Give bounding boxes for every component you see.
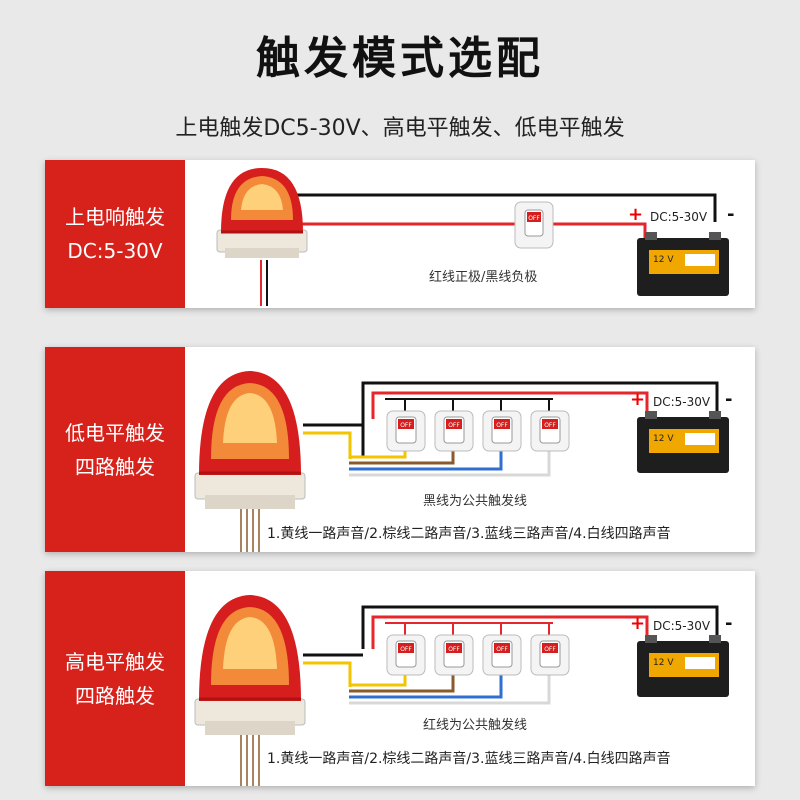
page-title: 触发模式选配: [256, 33, 544, 84]
positive-sign: +: [630, 613, 646, 634]
page-subtitle: 上电触发DC5-30V、高电平触发、低电平触发: [175, 116, 625, 141]
battery-icon: 12 V: [637, 411, 729, 473]
switch-off-label: OFF: [496, 422, 508, 429]
switch-icon-2: OFF: [434, 410, 474, 452]
wiring-diagram: OFF OFF OFF OFF 12 V: [194, 371, 729, 552]
switch-off-label: OFF: [400, 646, 412, 653]
panel-label: 高电平触发 四路触发: [45, 571, 185, 786]
switch-icon-1: OFF: [386, 410, 426, 452]
switch-off-label: OFF: [448, 422, 460, 429]
switch-off-label: OFF: [448, 646, 460, 653]
voltage-label: DC:5-30V: [650, 210, 708, 224]
switch-icon-4: OFF: [530, 634, 570, 676]
negative-sign: -: [725, 389, 733, 410]
positive-sign: +: [630, 389, 646, 410]
beacon-light-icon: [216, 168, 308, 258]
battery-voltage-label: 12 V: [653, 434, 674, 444]
switch-icon-1: OFF: [386, 634, 426, 676]
panel-label-line2: 四路触发: [75, 454, 155, 479]
battery-icon: 12 V: [637, 635, 729, 697]
panel-label-line1: 高电平触发: [65, 649, 165, 674]
battery-voltage-label: 12 V: [653, 255, 674, 265]
panel-low-level-trigger: 低电平触发 四路触发 OFF OFF OFF OFF: [45, 347, 755, 552]
panel-label: 上电响触发 DC:5-30V: [45, 160, 185, 308]
white-wire: [349, 447, 551, 477]
red-wire: [371, 391, 649, 419]
positive-sign: +: [628, 204, 644, 225]
battery-icon: 12 V: [637, 232, 729, 296]
wiring-caption: 红线正极/黑线负极: [429, 270, 538, 285]
switch-icon-2: OFF: [434, 634, 474, 676]
wiring-diagram: OFF 12 V: [216, 168, 729, 306]
red-wire-right: [553, 222, 647, 240]
white-wire: [349, 671, 551, 705]
panel-label-line1: 低电平触发: [65, 420, 165, 445]
voltage-label: DC:5-30V: [653, 395, 711, 409]
black-wire: [361, 605, 719, 649]
wiring-caption: 黑线为公共触发线: [423, 494, 528, 509]
switch-off-label: OFF: [544, 646, 556, 653]
beacon-light-icon: [194, 371, 306, 552]
switch-icon-3: OFF: [482, 634, 522, 676]
switch-off-label: OFF: [544, 422, 556, 429]
switch-icon-4: OFF: [530, 410, 570, 452]
blue-wire: [349, 671, 503, 699]
switch-icon: OFF: [514, 201, 554, 249]
panel-label-line2: DC:5-30V: [67, 239, 163, 263]
wire-color-legend: 1.黄线一路声音/2.棕线二路声音/3.蓝线三路声音/4.白线四路声音: [267, 751, 671, 767]
switch-off-label: OFF: [528, 215, 540, 222]
yellow-wire: [349, 671, 407, 687]
brown-wire: [349, 447, 455, 465]
wiring-diagram: OFF OFF OFF OFF 12 V: [194, 595, 729, 786]
blue-wire: [349, 447, 503, 471]
negative-sign: -: [725, 613, 733, 634]
beacon-light-icon: [194, 595, 306, 786]
brown-wire: [349, 671, 455, 693]
wire-color-legend: 1.黄线一路声音/2.棕线二路声音/3.蓝线三路声音/4.白线四路声音: [267, 526, 671, 542]
red-wire: [371, 615, 649, 649]
panel-label: 低电平触发 四路触发: [45, 347, 185, 552]
panel-label-line2: 四路触发: [75, 683, 155, 708]
panel-power-on-trigger: 上电响触发 DC:5-30V OFF: [45, 160, 755, 308]
switch-off-label: OFF: [400, 422, 412, 429]
black-wire: [293, 193, 717, 222]
switch-icon-3: OFF: [482, 410, 522, 452]
negative-sign: -: [727, 204, 735, 225]
battery-voltage-label: 12 V: [653, 658, 674, 668]
panel-label-line1: 上电响触发: [65, 205, 165, 229]
black-wire: [361, 381, 719, 419]
wiring-caption: 红线为公共触发线: [423, 718, 528, 733]
panel-high-level-trigger: 高电平触发 四路触发 OFF OFF OFF OFF: [45, 571, 755, 786]
voltage-label: DC:5-30V: [653, 619, 711, 633]
switch-off-label: OFF: [496, 646, 508, 653]
